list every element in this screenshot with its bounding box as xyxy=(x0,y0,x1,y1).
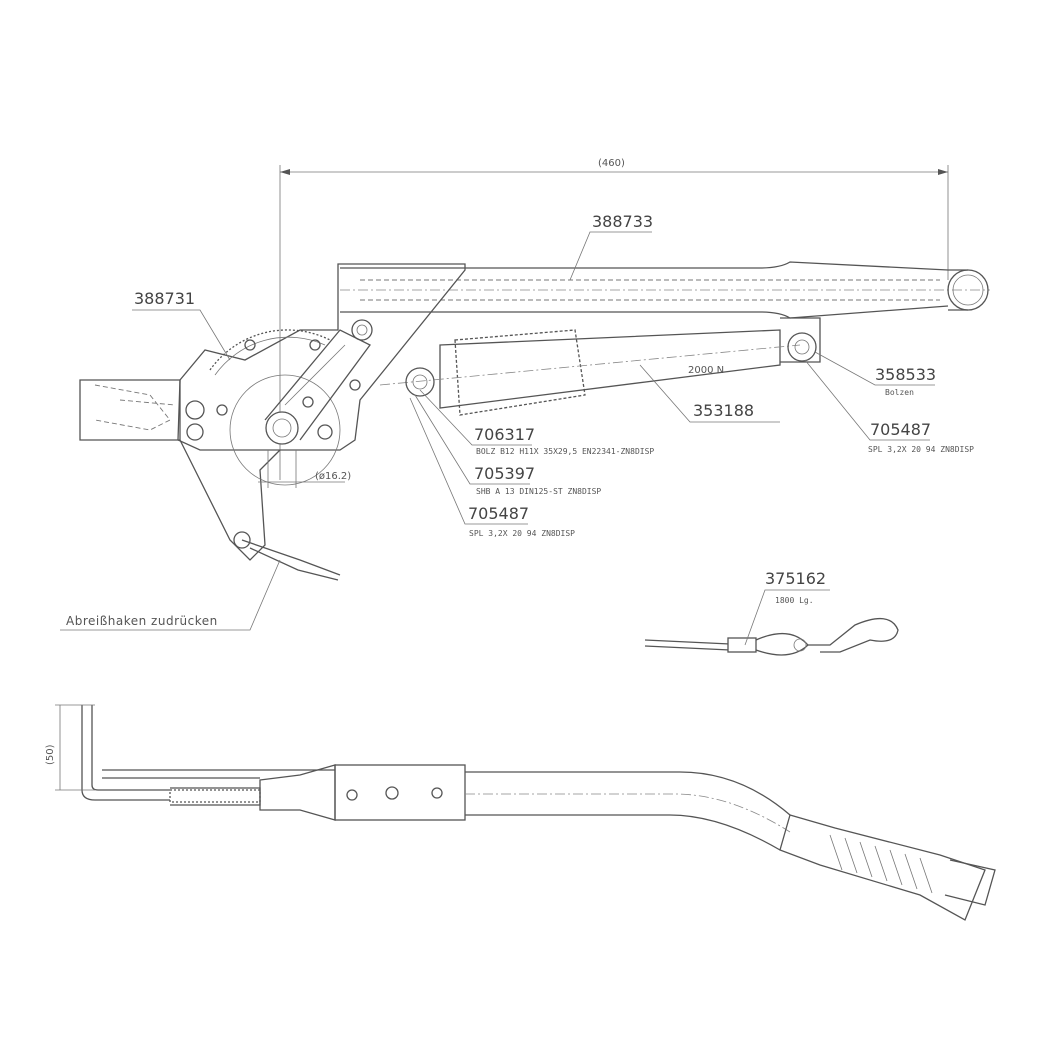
breakaway-cable: 375162 1800 Lg. xyxy=(644,569,899,656)
hook-offset-text: (50) xyxy=(45,744,56,765)
side-view: (50) xyxy=(45,704,996,921)
part-label-706317: 706317 BOLZ B12 H11X 35X29,5 EN22341-ZN8… xyxy=(419,389,654,456)
svg-text:388731: 388731 xyxy=(134,289,195,308)
force-text: 2000 N xyxy=(688,365,724,376)
dimension-text: (460) xyxy=(598,158,625,169)
dimension-overall-length: (460) xyxy=(279,158,949,480)
cable-end xyxy=(241,539,341,581)
svg-text:706317: 706317 xyxy=(474,425,535,444)
dimension-pin-diameter: (ø16.2) xyxy=(258,450,351,488)
svg-text:SPL 3,2X 20 94 ZN8DISP: SPL 3,2X 20 94 ZN8DISP xyxy=(469,529,575,538)
part-label-353188: 353188 xyxy=(639,364,780,423)
note-abreisshaken: Abreißhaken zudrücken xyxy=(60,559,281,631)
part-label-388731: 388731 xyxy=(132,289,231,361)
gas-spring: 2000 N xyxy=(379,317,821,416)
part-label-705487-left: 705487 SPL 3,2X 20 94 ZN8DISP xyxy=(409,397,575,538)
svg-text:388733: 388733 xyxy=(592,212,653,231)
part-label-358533: 358533 Bolzen xyxy=(814,351,936,397)
svg-text:705487: 705487 xyxy=(468,504,529,523)
svg-text:Bolzen: Bolzen xyxy=(885,388,914,397)
part-label-705487-right: 705487 SPL 3,2X 20 94 ZN8DISP xyxy=(804,359,974,454)
svg-text:353188: 353188 xyxy=(693,401,754,420)
hand-lever-tube xyxy=(340,261,990,319)
svg-text:Abreißhaken zudrücken: Abreißhaken zudrücken xyxy=(66,614,218,628)
svg-text:1800 Lg.: 1800 Lg. xyxy=(775,596,814,605)
svg-text:705397: 705397 xyxy=(474,464,535,483)
pin-diameter-text: (ø16.2) xyxy=(315,471,351,482)
part-label-705397: 705397 SHB A 13 DIN125-ST ZN8DISP xyxy=(414,394,601,496)
part-label-388733: 388733 xyxy=(569,212,653,281)
svg-text:375162: 375162 xyxy=(765,569,826,588)
svg-text:BOLZ B12 H11X 35X29,5 EN22341: BOLZ B12 H11X 35X29,5 EN22341-ZN8DISP xyxy=(476,447,654,456)
svg-text:SPL 3,2X 20 94 ZN8DISP: SPL 3,2X 20 94 ZN8DISP xyxy=(868,445,974,454)
svg-text:SHB A 13 DIN125-ST ZN8DISP: SHB A 13 DIN125-ST ZN8DISP xyxy=(476,487,601,496)
svg-text:358533: 358533 xyxy=(875,365,936,384)
bracket-plate xyxy=(79,263,466,561)
sector-gear xyxy=(209,329,371,486)
svg-text:705487: 705487 xyxy=(870,420,931,439)
